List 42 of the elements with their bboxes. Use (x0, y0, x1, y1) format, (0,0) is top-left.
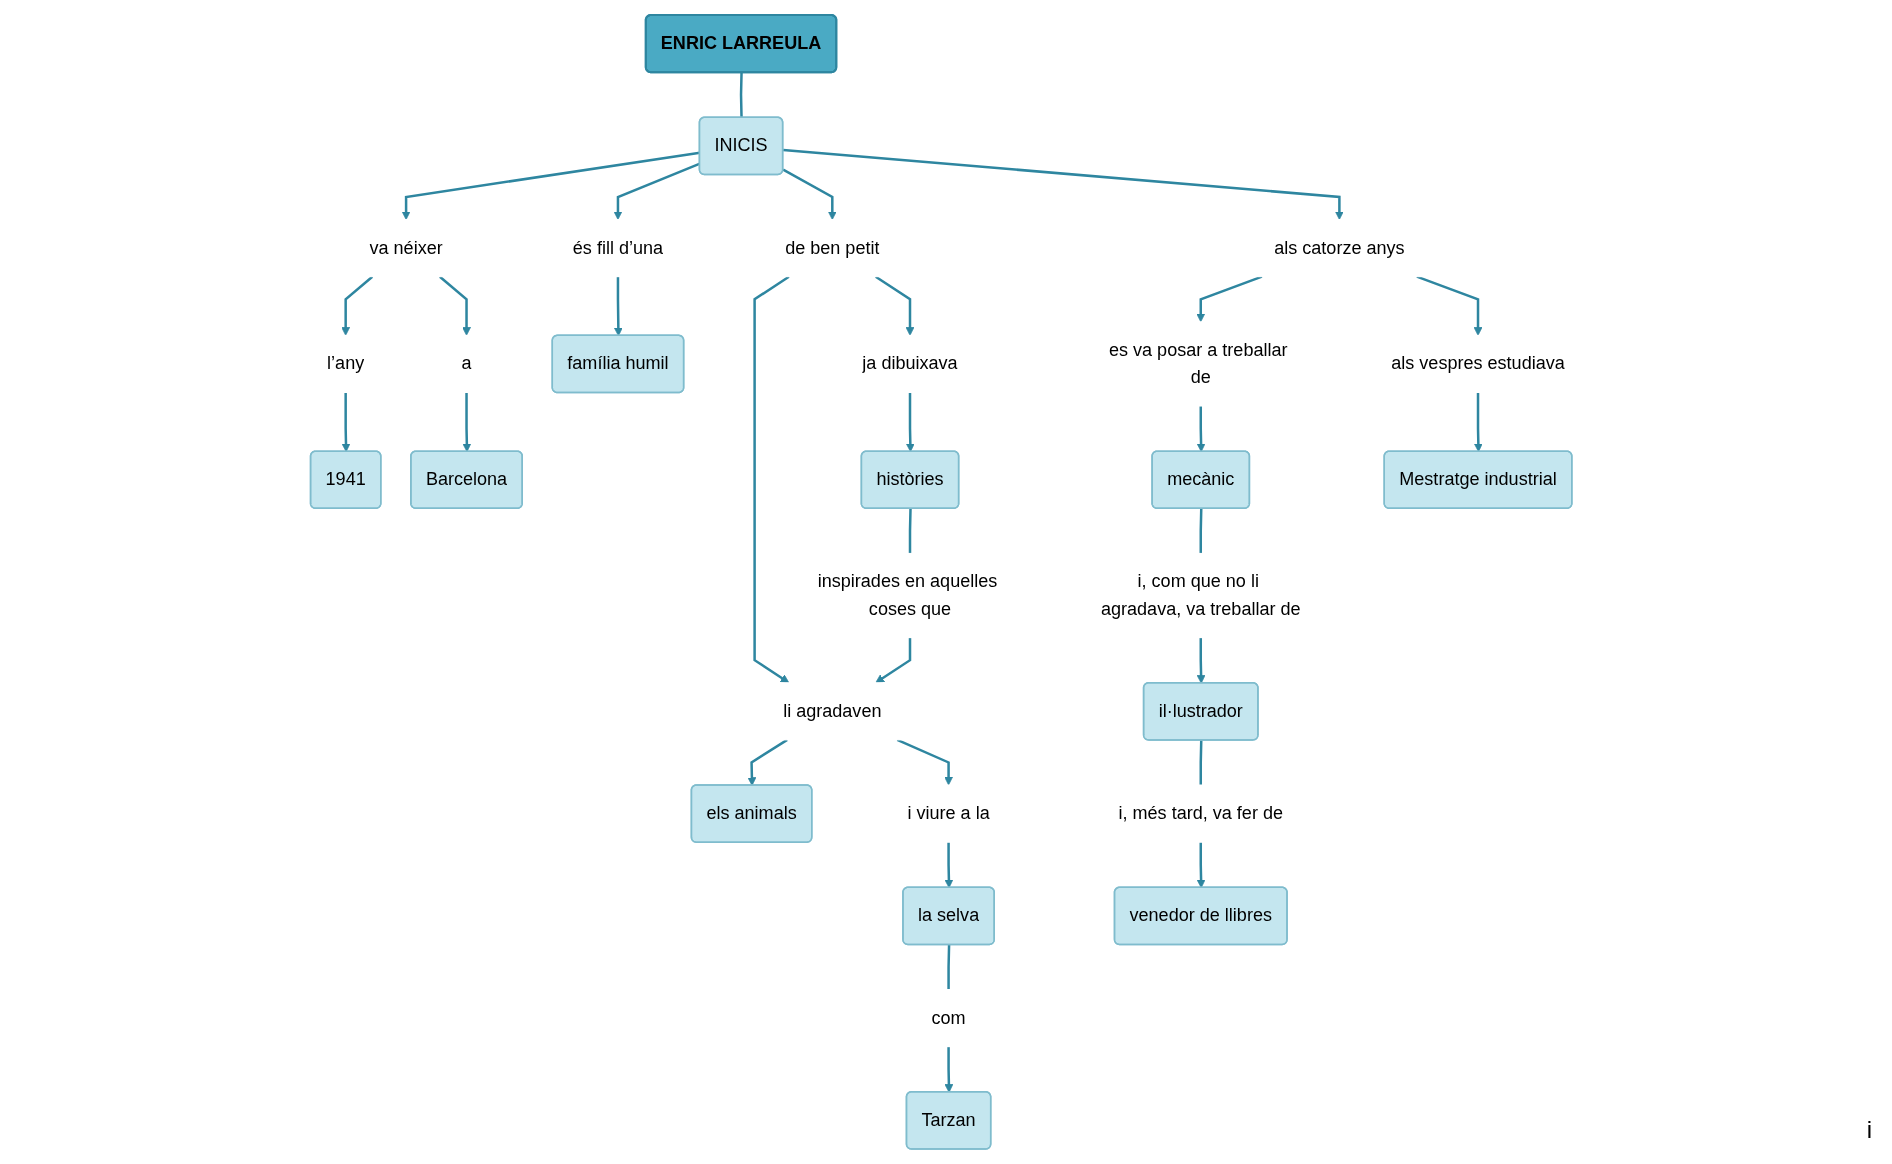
arrow (341, 392, 351, 453)
arrow (341, 275, 374, 336)
connector (1199, 508, 1203, 554)
node-text: a (461, 353, 472, 374)
node-text: i, més tard, va fer de (1118, 803, 1284, 824)
node-text: l’any (327, 353, 365, 374)
arrow (439, 275, 471, 336)
arrow (614, 276, 623, 337)
connector (1199, 740, 1203, 785)
arrow (1474, 392, 1483, 453)
connector (908, 508, 912, 554)
arrow (1416, 275, 1483, 336)
arrow (896, 738, 954, 786)
node-text: va néixer (369, 237, 443, 258)
arrow (747, 738, 788, 786)
arrow (944, 1046, 954, 1093)
node-text: com (931, 1007, 966, 1028)
arrow (905, 392, 915, 453)
arrow (783, 148, 1344, 220)
node-text: als vespres estudiava (1391, 353, 1565, 374)
arrow (782, 168, 837, 220)
arrow (753, 275, 790, 684)
arrow (1196, 406, 1206, 453)
note-text: i (1866, 1116, 1872, 1144)
node-text: inspirades en aquelles coses que (817, 571, 998, 619)
node-text: i, com que no li agradava, va treballar de (1100, 571, 1301, 619)
arrow (1196, 637, 1206, 684)
node-text: es va posar a treballar de (1109, 339, 1288, 387)
arrow (1196, 275, 1263, 323)
arrow (875, 275, 915, 336)
arrow (462, 392, 472, 453)
node-text: als catorze anys (1274, 237, 1405, 258)
node-text: i viure a la (907, 803, 990, 824)
node-text: ja dibuixava (862, 353, 958, 374)
connector (739, 72, 743, 118)
arrow (1196, 842, 1206, 889)
node-text: és fill d’una (572, 237, 664, 258)
arrow (875, 637, 912, 684)
node-text: de ben petit (785, 237, 880, 258)
node-text: li agradaven (783, 700, 882, 721)
connector (947, 944, 951, 990)
arrow (944, 842, 954, 889)
